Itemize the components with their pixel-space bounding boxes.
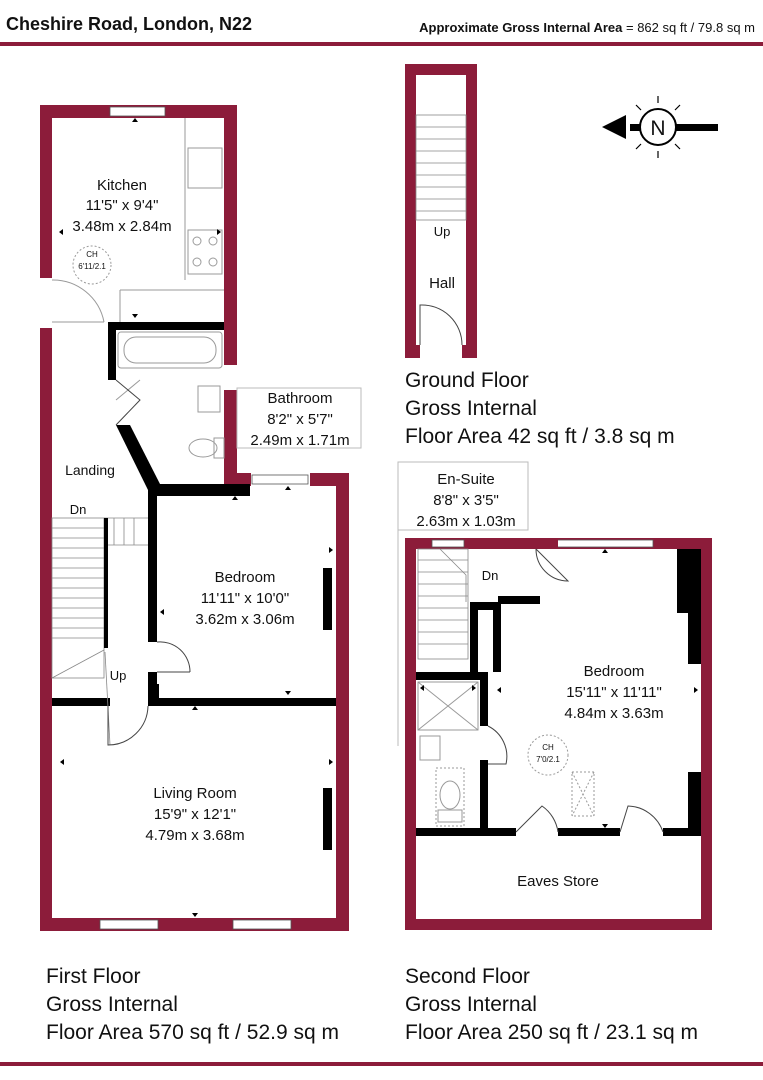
roof-window	[571, 771, 595, 817]
ground-floor-walls	[405, 64, 477, 358]
ensuite-fixtures	[397, 461, 529, 827]
first-floor-plan: Kitchen 11'5" x 9'4" 3.48m x 2.84m CH 6'…	[40, 105, 362, 931]
bedroom2-metric: 4.84m x 3.63m	[564, 705, 663, 722]
kitchen-ch-height: 6'11/2.1	[78, 262, 106, 271]
bedroom2-name: Bedroom	[584, 663, 645, 680]
first-floor-doors	[107, 379, 191, 746]
gross-area: Approximate Gross Internal Area = 862 sq…	[419, 20, 755, 35]
hall-door	[419, 304, 463, 346]
bedroom2-ch-icon	[527, 734, 569, 776]
bedroom1-name: Bedroom	[215, 569, 276, 586]
ensuite-metric: 2.63m x 1.03m	[416, 513, 515, 530]
compass-icon: N	[602, 96, 718, 158]
ground-floor-name: Ground Floor	[405, 369, 529, 392]
kitchen-ch-icon	[72, 245, 112, 285]
ensuite-imperial: 8'8" x 3'5"	[433, 492, 499, 509]
living-name: Living Room	[153, 785, 236, 802]
first-floor-gross: Gross Internal	[46, 993, 178, 1016]
first-floor-area: Floor Area 570 sq ft / 52.9 sq m	[46, 1021, 339, 1044]
footer-rule	[0, 1062, 763, 1066]
first-floor-dn-label: Dn	[70, 502, 87, 517]
second-floor-caption: Second Floor Gross Internal Floor Area 2…	[405, 963, 698, 1047]
first-floor-windows	[99, 106, 309, 930]
ground-floor-stairs	[415, 114, 467, 221]
second-floor-gross: Gross Internal	[405, 993, 537, 1016]
second-floor-doors	[487, 548, 664, 833]
second-floor-stairs	[417, 548, 469, 660]
second-floor-dn-label: Dn	[482, 568, 499, 583]
bedroom2-ch-label: CH	[542, 743, 554, 752]
first-floor-stairs	[51, 517, 148, 746]
kitchen-fixtures	[51, 118, 224, 323]
bathroom-fixtures	[115, 331, 362, 459]
gross-area-value: = 862 sq ft / 79.8 sq m	[626, 20, 755, 35]
kitchen-metric: 3.48m x 2.84m	[72, 218, 171, 235]
kitchen-name: Kitchen	[97, 177, 147, 194]
living-metric: 4.79m x 3.68m	[145, 827, 244, 844]
second-floor-area: Floor Area 250 sq ft / 23.1 sq m	[405, 1021, 698, 1044]
kitchen-ch-label: CH	[86, 250, 98, 259]
header-rule	[0, 42, 763, 46]
eaves-store-name: Eaves Store	[517, 873, 599, 890]
bedroom1-imperial: 11'11" x 10'0"	[201, 590, 289, 607]
ensuite-door-jamb	[536, 538, 558, 549]
first-floor-dimension-ticks	[59, 118, 333, 917]
bedroom1-metric: 3.62m x 3.06m	[195, 611, 294, 628]
gross-area-label: Approximate Gross Internal Area	[419, 20, 623, 35]
landing-name: Landing	[65, 462, 115, 478]
first-floor-stair-posts	[104, 518, 108, 648]
bathroom-name: Bathroom	[267, 390, 332, 407]
second-floor-outer-walls	[405, 538, 712, 930]
ground-floor-gross: Gross Internal	[405, 397, 537, 420]
first-floor-caption: First Floor Gross Internal Floor Area 57…	[46, 963, 339, 1047]
living-imperial: 15'9" x 12'1"	[154, 806, 236, 823]
kitchen-door-gap	[40, 278, 52, 328]
first-floor-name: First Floor	[46, 965, 141, 988]
ground-floor-area: Floor Area 42 sq ft / 3.8 sq m	[405, 425, 675, 448]
second-floor-interior-walls	[416, 549, 701, 836]
kitchen-imperial: 11'5" x 9'4"	[86, 197, 159, 214]
bathroom-imperial: 8'2" x 5'7"	[267, 411, 333, 428]
second-floor-name: Second Floor	[405, 965, 530, 988]
ground-floor-caption: Ground Floor Gross Internal Floor Area 4…	[405, 367, 675, 451]
compass-label: N	[650, 117, 665, 140]
ground-floor-up-label: Up	[434, 224, 451, 239]
first-floor-up-label: Up	[110, 668, 127, 683]
property-address: Cheshire Road, London, N22	[6, 14, 253, 34]
ground-floor-plan: Up Hall	[405, 64, 477, 358]
hall-door-gap	[416, 345, 466, 358]
hall-door-jambs	[405, 345, 477, 358]
bathroom-angled-wall	[116, 425, 160, 490]
second-floor-plan: En-Suite 8'8" x 3'5" 2.63m x 1.03m Dn Be…	[397, 461, 712, 930]
first-floor-interior-walls	[52, 322, 336, 850]
bathroom-metric: 2.49m x 1.71m	[250, 432, 349, 449]
hall-name: Hall	[429, 275, 455, 292]
bedroom2-imperial: 15'11" x 11'11"	[566, 684, 662, 701]
second-floor-dimension-ticks	[420, 549, 698, 828]
ensuite-name: En-Suite	[437, 471, 495, 488]
bedroom2-ch-height: 7'0/2.1	[536, 755, 560, 764]
